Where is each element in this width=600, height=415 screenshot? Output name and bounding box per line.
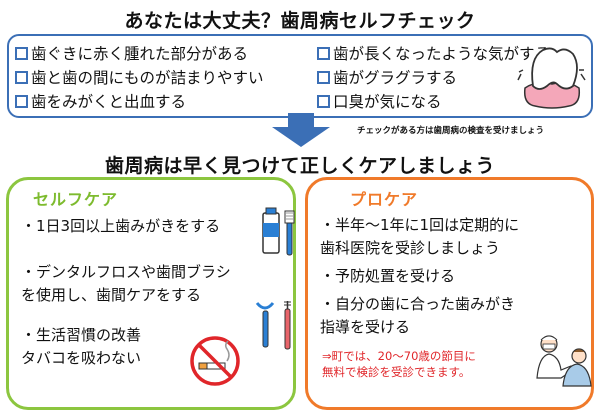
checkbox[interactable]	[317, 46, 330, 60]
toothpaste-icon	[262, 207, 295, 256]
floss-icon	[255, 301, 291, 350]
self-care-item: ・デンタルフロスや歯間ブラシ を使用し、歯間ケアをする	[21, 261, 231, 307]
check-item[interactable]: 歯ぐきに赤く腫れた部分がある	[15, 41, 264, 65]
check-column-right: 歯が長くなったような気がする 歯がグラグラする 口臭が気になる	[317, 41, 550, 113]
check-item[interactable]: 歯をみがくと出血する	[15, 89, 264, 113]
pro-care-item-line: 指導を受ける	[320, 318, 411, 336]
self-care-item-line: タバコを吸わない	[21, 349, 142, 367]
check-item-label: 歯と歯の間にものが詰まりやすい	[31, 69, 264, 87]
checkbox[interactable]	[317, 70, 330, 84]
self-check-list: 歯ぐきに赤く腫れた部分がある 歯と歯の間にものが詰まりやすい 歯をみがくと出血す…	[7, 34, 593, 118]
self-care-item: ・1日3回以上歯みがきをする	[21, 215, 220, 238]
page-title: あなたは大丈夫？歯周病セルフチェック	[124, 10, 476, 32]
self-care-panel: セルフケア ・1日3回以上歯みがきをする ・デンタルフロスや歯間ブラシ を使用し…	[6, 177, 296, 410]
pro-care-item: ・半年～1年に1回は定期的に 歯科医院を受診しましょう	[320, 214, 519, 260]
check-item-label: 歯ぐきに赤く腫れた部分がある	[31, 45, 249, 63]
checkbox[interactable]	[15, 70, 28, 84]
pro-care-note-line: 無料で検診を受診できます。	[322, 365, 471, 379]
checkbox[interactable]	[317, 94, 330, 108]
pro-care-item-line: ・半年～1年に1回は定期的に	[320, 216, 520, 234]
check-column-left: 歯ぐきに赤く腫れた部分がある 歯と歯の間にものが詰まりやすい 歯をみがくと出血す…	[15, 41, 264, 113]
pro-care-note-line: ⇒町では、20～70歳の節目に	[322, 349, 476, 363]
check-item-label: 歯をみがくと出血する	[31, 93, 187, 111]
pro-care-item: ・予防処置を受ける	[320, 265, 455, 288]
dentist-icon	[536, 335, 592, 387]
check-item[interactable]: 歯と歯の間にものが詰まりやすい	[15, 65, 264, 89]
down-arrow-icon	[272, 113, 330, 147]
tooth-icon	[517, 47, 586, 109]
pro-care-item: ・自分の歯に合った歯みがき 指導を受ける	[320, 293, 515, 339]
self-care-item-line: ・生活習慣の改善	[21, 326, 142, 344]
check-item-label: 口臭が気になる	[333, 93, 442, 111]
check-item[interactable]: 歯がグラグラする	[317, 65, 550, 89]
check-note: チェックがある方は歯周病の検査を受けましょう	[357, 126, 545, 136]
check-item[interactable]: 口臭が気になる	[317, 89, 550, 113]
no-smoking-icon	[190, 336, 240, 386]
checkbox[interactable]	[15, 94, 28, 108]
check-item[interactable]: 歯が長くなったような気がする	[317, 41, 550, 65]
self-care-item-line: ・デンタルフロスや歯間ブラシ	[21, 263, 231, 281]
pro-care-note: ⇒町では、20～70歳の節目に 無料で検診を受診できます。	[322, 348, 476, 380]
self-care-item-line: を使用し、歯間ケアをする	[21, 286, 202, 304]
pro-care-heading: プロケア	[350, 190, 419, 209]
self-care-heading: セルフケア	[33, 190, 119, 209]
self-care-item-line: ・1日3回以上歯みがきをする	[21, 217, 221, 235]
pro-care-panel: プロケア ・半年～1年に1回は定期的に 歯科医院を受診しましょう ・予防処置を受…	[305, 177, 594, 410]
self-care-item: ・生活習慣の改善 タバコを吸わない	[21, 324, 141, 370]
pro-care-item-line: ・自分の歯に合った歯みがき	[320, 295, 516, 313]
section-title: 歯周病は早く見つけて正しくケアしましょう	[104, 155, 495, 177]
checkbox[interactable]	[15, 46, 28, 60]
pro-care-item-line: ・予防処置を受ける	[320, 267, 456, 285]
check-item-label: 歯が長くなったような気がする	[333, 45, 551, 63]
pro-care-item-line: 歯科医院を受診しましょう	[320, 239, 501, 257]
check-item-label: 歯がグラグラする	[333, 69, 458, 87]
